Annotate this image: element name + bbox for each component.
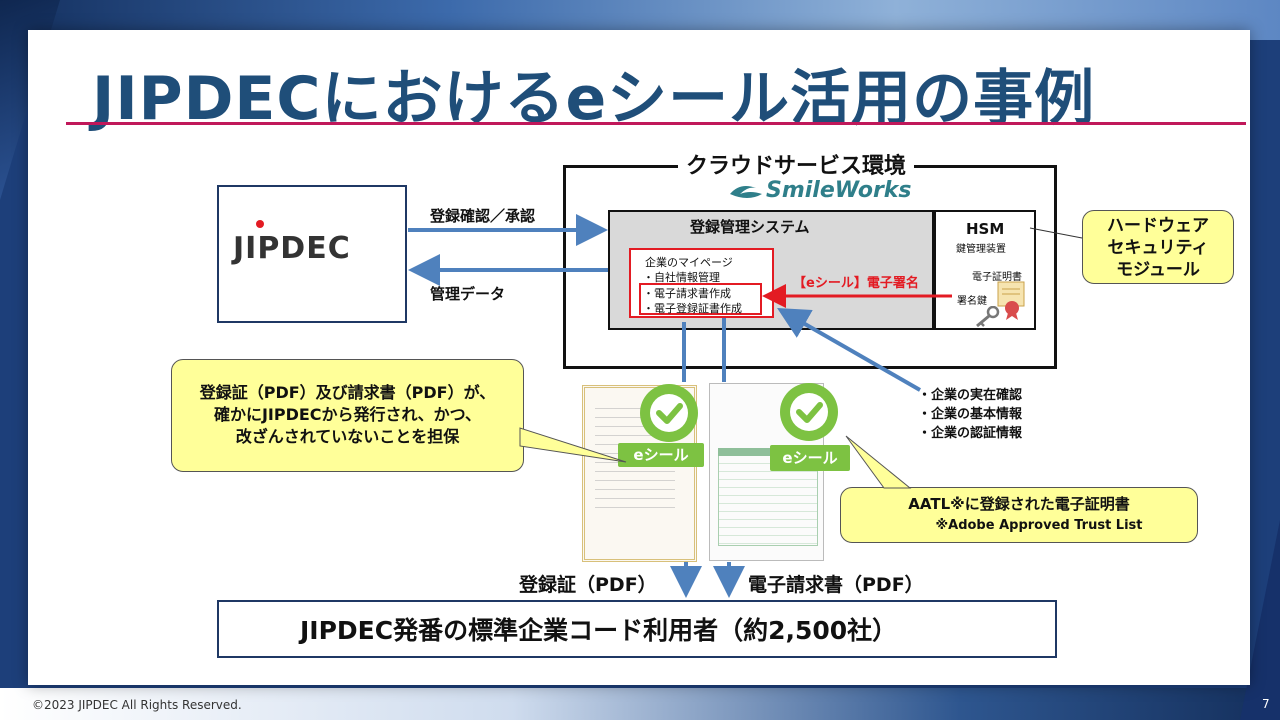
mypage-title: 企業のマイページ (645, 256, 733, 269)
hsm-callout-pointer (1029, 227, 1083, 239)
hsm-title: HSM (966, 220, 1005, 238)
aatl-callout-note: ※Adobe Approved Trust List (935, 518, 1143, 533)
aatl-callout: AATL※に登録された電子証明書 ※Adobe Approved Trust L… (840, 487, 1198, 543)
hsm-callout-line: セキュリティ (1107, 238, 1209, 258)
approve-arrow-label: 登録確認／承認 (430, 207, 536, 225)
doc-table-header (718, 448, 816, 456)
guarantee-callout-line: 改ざんされていないことを担保 (235, 427, 460, 446)
jipdec-logo-box: JIPDEC (217, 185, 407, 323)
page-number: 7 (1262, 697, 1270, 711)
manage-arrow-label: 管理データ (430, 285, 506, 303)
certificate-label: 電子証明書 (972, 272, 1022, 283)
cloud-environment-label: クラウドサービス環境 (678, 148, 915, 180)
smileworks-brand: SmileWorks (766, 178, 912, 203)
users-box-label: JIPDEC発番の標準企業コード利用者（約2,500社） (300, 616, 898, 645)
hsm-callout-line: ハードウェア (1107, 216, 1209, 236)
jipdec-logo-dot (256, 220, 264, 228)
certificate-icon (996, 280, 1028, 324)
mypage-item: ・電子登録証書作成 (643, 302, 742, 315)
mypage-item: ・電子請求書作成 (643, 287, 731, 300)
mypage-item: ・自社情報管理 (643, 271, 720, 284)
registration-system-title: 登録管理システム (690, 218, 810, 236)
key-icon (974, 305, 1000, 332)
eseal-badge-icon (636, 382, 702, 448)
company-info-arrow (777, 308, 921, 392)
hsm-callout-line: モジュール (1116, 260, 1200, 280)
company-info-item: ・企業の基本情報 (918, 407, 1023, 422)
title-underline (66, 122, 1246, 125)
guarantee-callout: 登録証（PDF）及び請求書（PDF）が、 確かにJIPDECから発行され、かつ、… (171, 359, 524, 472)
esign-target-box (639, 283, 762, 315)
footer-copyright: ©2023 JIPDEC All Rights Reserved. (32, 698, 242, 712)
company-info-item: ・企業の認証情報 (918, 426, 1023, 441)
hsm-box (934, 210, 1036, 330)
esign-label: 【eシール】電子署名 (793, 276, 919, 291)
electronic-invoice-label: 電子請求書（PDF） (748, 574, 924, 596)
eseal-badge-icon (776, 381, 842, 447)
jipdec-logo: JIPDEC (233, 231, 351, 266)
guarantee-callout-line: 登録証（PDF）及び請求書（PDF）が、 (199, 383, 496, 402)
eseal-tag: eシール (770, 445, 850, 471)
background-bottom-band (0, 688, 1280, 720)
guarantee-callout-line: 確かにJIPDECから発行され、かつ、 (213, 405, 482, 424)
registration-certificate-label: 登録証（PDF） (519, 574, 657, 596)
hsm-callout: ハードウェア セキュリティ モジュール (1082, 210, 1234, 284)
users-box (217, 600, 1057, 658)
signing-key-label: 署名鍵 (957, 296, 987, 307)
company-info-item: ・企業の実在確認 (918, 388, 1023, 403)
aatl-callout-main: AATL※に登録された電子証明書 (908, 495, 1130, 513)
hsm-subtitle: 鍵管理装置 (956, 244, 1006, 255)
guarantee-callout-pointer (519, 427, 627, 463)
company-info-list: ・企業の実在確認 ・企業の基本情報 ・企業の認証情報 (918, 386, 1022, 443)
smileworks-logo-icon (726, 180, 770, 208)
aatl-callout-pointer (845, 435, 912, 489)
eseal-tag: eシール (618, 443, 704, 467)
